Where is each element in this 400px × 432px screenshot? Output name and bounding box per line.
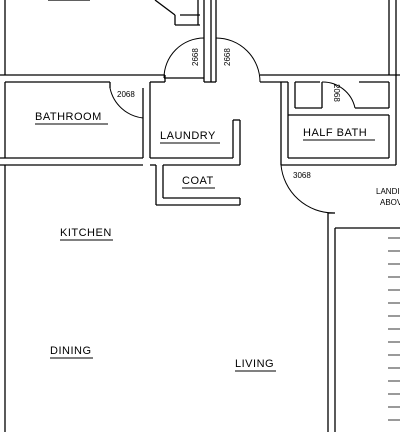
half-bath-walls (280, 75, 397, 166)
room-label-kitchen: KITCHEN (60, 227, 112, 239)
door-tag-bathroom: 2068 (117, 90, 135, 99)
landing-note-line2: ABOV (380, 198, 400, 207)
room-label-bathroom: BATHROOM (35, 111, 102, 123)
room-label-dining: DINING (50, 345, 92, 357)
laundry-doors (163, 37, 261, 83)
laundry-walls (150, 119, 241, 166)
landing-note-line1: LANDI (376, 187, 400, 196)
room-label-half-bath: HALF BATH (303, 127, 367, 139)
door-tag-laundry-right: 2668 (223, 48, 232, 66)
door-tag-half-bath: 2068 (332, 84, 341, 102)
upper-walls (0, 0, 400, 83)
room-label-laundry: LAUNDRY (160, 130, 216, 142)
bathroom-walls (0, 81, 165, 159)
door-tag-laundry-left: 2668 (191, 48, 200, 66)
room-label-coat: COAT (182, 175, 214, 187)
stair-treads (388, 237, 400, 421)
room-label-living: LIVING (235, 358, 274, 370)
main-walls (0, 164, 400, 432)
door-tag-entry: 3068 (293, 171, 311, 180)
coat-walls (155, 164, 241, 206)
